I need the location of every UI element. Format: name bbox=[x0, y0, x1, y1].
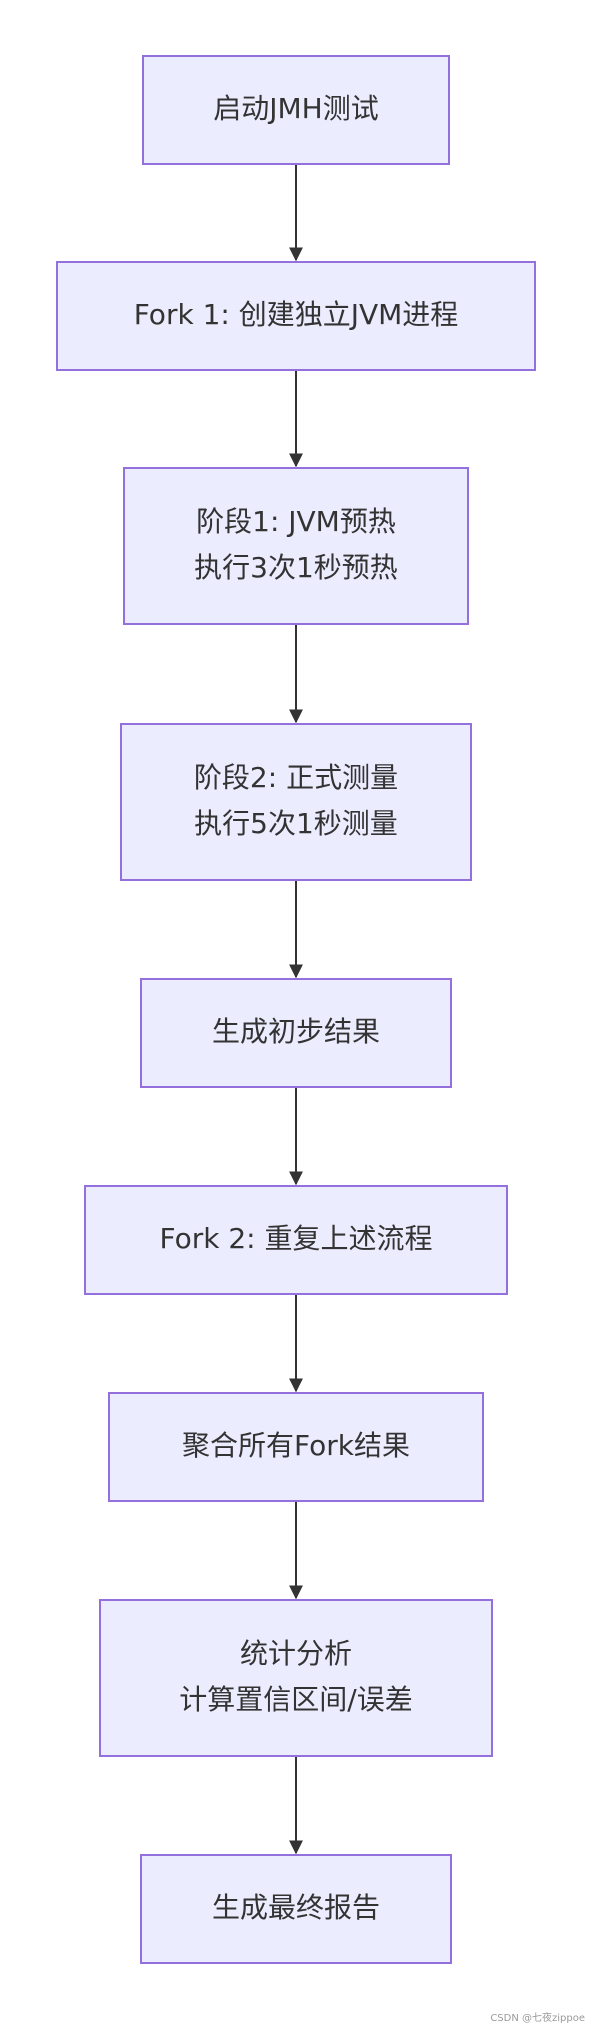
node-box bbox=[123, 467, 469, 625]
watermark: CSDN @七夜zippoe bbox=[490, 2013, 585, 2024]
node-label: 生成初步结果 bbox=[212, 1015, 380, 1048]
node-box bbox=[140, 978, 452, 1088]
node-start: 启动JMH测试 bbox=[142, 55, 450, 165]
node-box bbox=[120, 723, 472, 881]
node-final-report: 生成最终报告 bbox=[140, 1854, 452, 1964]
node-label: 启动JMH测试 bbox=[213, 92, 378, 125]
node-label: 统计分析 bbox=[240, 1637, 352, 1670]
node-label: 执行3次1秒预热 bbox=[194, 551, 398, 584]
node-box bbox=[99, 1599, 493, 1757]
node-box bbox=[84, 1185, 508, 1295]
node-box bbox=[108, 1392, 484, 1502]
node-box bbox=[56, 261, 536, 371]
node-label: 计算置信区间/误差 bbox=[179, 1683, 412, 1716]
node-aggregate: 聚合所有Fork结果 bbox=[108, 1392, 484, 1502]
node-label: 生成最终报告 bbox=[212, 1891, 380, 1924]
node-box bbox=[142, 55, 450, 165]
node-initial-result: 生成初步结果 bbox=[140, 978, 452, 1088]
node-fork1: Fork 1: 创建独立JVM进程 bbox=[56, 261, 536, 371]
node-label: 阶段1: JVM预热 bbox=[196, 505, 396, 538]
node-fork2: Fork 2: 重复上述流程 bbox=[84, 1185, 508, 1295]
node-label: Fork 1: 创建独立JVM进程 bbox=[134, 298, 459, 331]
node-label: 阶段2: 正式测量 bbox=[194, 761, 398, 794]
node-box bbox=[140, 1854, 452, 1964]
node-label: 执行5次1秒测量 bbox=[194, 807, 398, 840]
node-label: Fork 2: 重复上述流程 bbox=[159, 1222, 432, 1255]
node-label: 聚合所有Fork结果 bbox=[182, 1429, 410, 1462]
